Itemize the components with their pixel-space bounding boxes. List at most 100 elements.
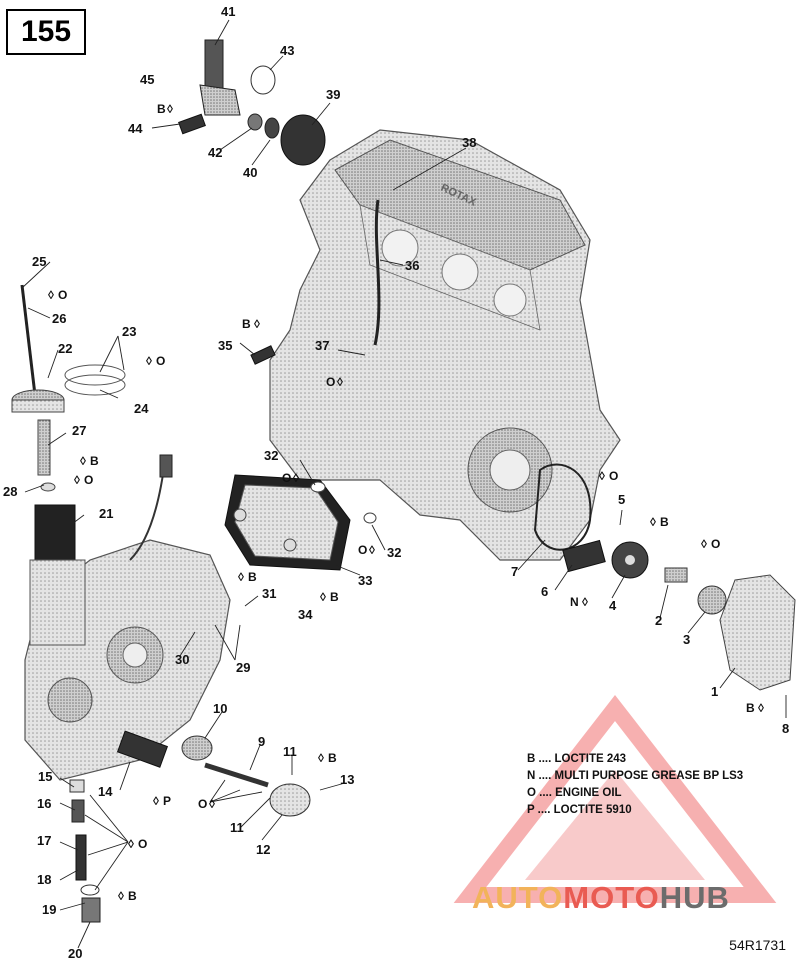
callout-20: 20 [68,946,82,961]
svg-text:◊: ◊ [118,889,124,903]
symbol-27: B [90,454,99,468]
callout-27: 27 [72,423,86,438]
callout-22: 22 [58,341,72,356]
symbol-32a: O [282,471,291,485]
callout-33: 33 [358,573,372,588]
callout-numbers: 41 43 39 45 44 42 40 38 36 35 37 25 26 2… [3,4,789,961]
callout-30: 30 [175,652,189,667]
symbol-37: O [326,375,335,389]
svg-text:◊: ◊ [254,317,260,331]
legend-code: P [527,804,535,816]
symbol-17: O [138,837,147,851]
thermostat-housing [178,39,326,365]
svg-text:◊: ◊ [369,543,375,557]
oil-filter-stack [11,284,173,646]
svg-text:◊: ◊ [153,794,159,808]
callout-4: 4 [609,598,617,613]
symbol-45: B [157,102,166,116]
symbol-9: O [198,797,207,811]
symbol-26: O [58,288,67,302]
symbol-6: N [570,595,579,609]
callout-7: 7 [511,564,518,579]
brand-part-1: AUTO [472,880,564,915]
legend-row: P .... LOCTITE 5910 [527,804,632,816]
symbol-31: B [248,570,257,584]
page-number: 155 [6,9,86,55]
svg-text:◊: ◊ [238,570,244,584]
callout-31: 31 [262,586,276,601]
svg-text:◊: ◊ [650,515,656,529]
callout-26: 26 [52,311,66,326]
callout-37: 37 [315,338,329,353]
svg-text:◊: ◊ [701,537,707,551]
callout-16: 16 [37,796,51,811]
svg-text:◊: ◊ [128,837,134,851]
svg-text:◊: ◊ [209,797,215,811]
material-symbols: B ◊ ◊ O ◊ O ◊ B ◊ O B ◊ O ◊ O ◊ O ◊ ◊ O … [48,102,764,903]
symbol-28: O [84,473,93,487]
svg-text:◊: ◊ [48,288,54,302]
svg-text:◊: ◊ [293,471,299,485]
svg-text:◊: ◊ [167,102,173,116]
callout-21: 21 [99,506,113,521]
callout-29: 29 [236,660,250,675]
legend-text: MULTI PURPOSE GREASE BP LS3 [554,770,744,782]
symbol-8: B [746,701,755,715]
legend-code: N [527,770,536,782]
callout-25: 25 [32,254,46,269]
legend-code: O [527,787,536,799]
callout-39: 39 [326,87,340,102]
callout-34: 34 [298,607,313,622]
callout-17: 17 [37,833,51,848]
oil-cooler [224,474,377,571]
engine-block: ROTAX [269,129,621,561]
callout-9: 9 [258,734,265,749]
dipstick-tube [373,199,381,346]
callout-15: 15 [38,769,52,784]
callout-10: 10 [213,701,227,716]
svg-text:◊: ◊ [758,701,764,715]
legend-row: N .... MULTI PURPOSE GREASE BP LS3 [527,770,744,782]
svg-text:◊: ◊ [582,595,588,609]
materials-legend: B .... LOCTITE 243 N .... MULTI PURPOSE … [527,751,743,819]
symbol-14: P [163,794,171,808]
brand-part-3: HUB [659,880,730,915]
callout-32a: 32 [264,448,278,463]
brand-part-2: MOTO [563,880,660,915]
symbol-7: O [609,469,618,483]
callout-45: 45 [140,72,154,87]
callout-11a: 11 [283,744,297,759]
water-pump-group [533,463,796,691]
callout-13: 13 [340,772,354,787]
callout-36: 36 [405,258,419,273]
svg-text:◊: ◊ [320,590,326,604]
callout-2: 2 [655,613,662,628]
symbol-5: B [660,515,669,529]
callout-12: 12 [256,842,270,857]
oil-pump-parts [69,730,311,923]
legend-text: LOCTITE 5910 [553,804,632,816]
svg-text:◊: ◊ [80,454,86,468]
callout-40: 40 [243,165,257,180]
callout-38: 38 [462,135,476,150]
callout-28: 28 [3,484,17,499]
callout-6: 6 [541,584,548,599]
svg-text:◊: ◊ [599,469,605,483]
brand-watermark: AUTOMOTOHUB [472,880,730,916]
watermark-logo [453,694,777,903]
legend-text: ENGINE OIL [555,787,622,799]
svg-text:◊: ◊ [74,473,80,487]
svg-text:◊: ◊ [318,751,324,765]
symbol-23: O [156,354,165,368]
callout-11b: 11 [230,820,244,835]
svg-text:◊: ◊ [146,354,152,368]
callout-42: 42 [208,145,222,160]
symbol-32b: O [358,543,367,557]
callout-14: 14 [98,784,113,799]
callout-44: 44 [128,121,143,136]
callout-19: 19 [42,902,56,917]
callout-24: 24 [134,401,149,416]
legend-row: B .... LOCTITE 243 [527,753,627,765]
